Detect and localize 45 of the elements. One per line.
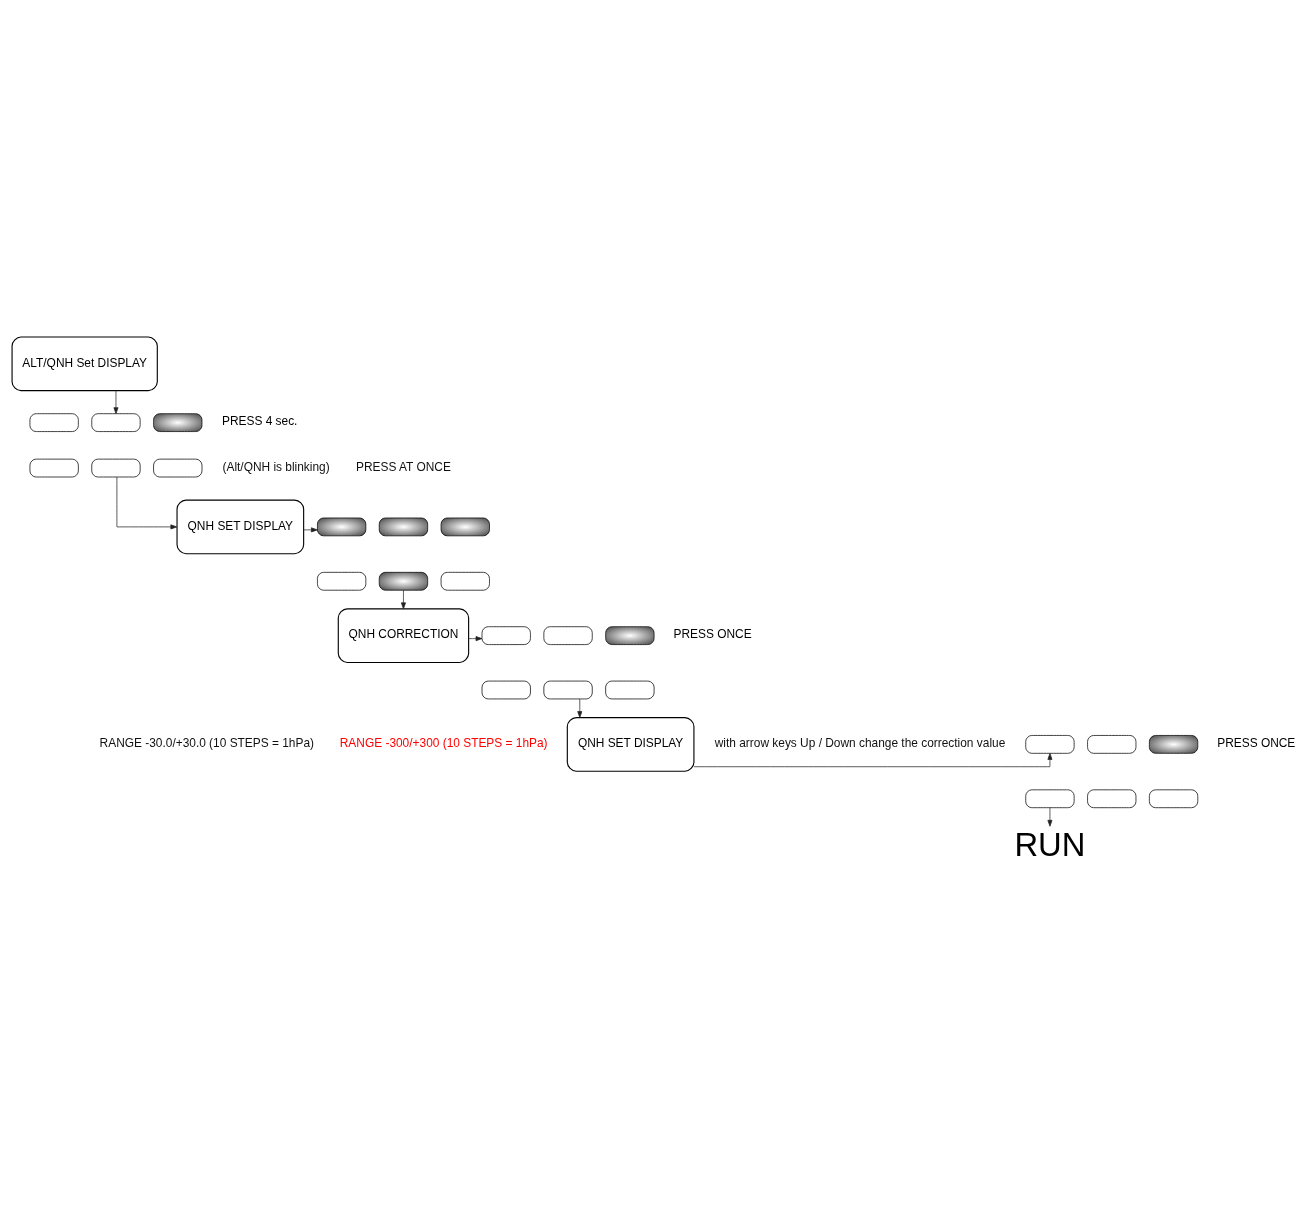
node-box — [543, 626, 593, 645]
arrow — [693, 753, 1053, 768]
arrow — [303, 527, 318, 533]
node-box: QNH SET DISPLAY — [566, 717, 695, 772]
node-box — [440, 571, 490, 591]
node-box: ALT/QNH Set DISPLAY — [11, 336, 158, 392]
node-label: PRESS ONCE — [673, 627, 752, 642]
arrow — [401, 589, 406, 610]
node-box — [1087, 735, 1137, 754]
label: (Alt/QNH is blinking) — [222, 459, 330, 474]
node-box — [153, 458, 203, 478]
node-text: RUN — [1014, 825, 1086, 863]
node-box — [481, 680, 531, 700]
node-box: QNH CORRECTION — [337, 608, 470, 663]
node-box — [1025, 735, 1075, 754]
arrow — [577, 698, 583, 718]
label: PRESS AT ONCE — [356, 459, 451, 474]
node-box — [317, 517, 367, 537]
node-box — [1149, 735, 1199, 754]
node-box — [1025, 789, 1075, 809]
label: with arrow keys Up / Down change the correction value — [714, 736, 1006, 751]
node-box — [153, 413, 203, 432]
node-box — [605, 680, 655, 700]
arrow — [116, 476, 178, 530]
node-box — [29, 413, 79, 432]
node-box — [481, 626, 531, 645]
node-box — [378, 571, 429, 591]
node-label: PRESS ONCE — [1217, 736, 1296, 751]
node-box — [378, 517, 429, 537]
node-box — [605, 626, 655, 645]
node-box — [1087, 789, 1137, 809]
node-box — [29, 458, 79, 478]
node-box — [91, 413, 141, 432]
node-label: PRESS 4 sec. — [221, 414, 298, 429]
arrow — [1047, 807, 1053, 827]
node-box — [317, 571, 367, 591]
arrow — [113, 390, 119, 414]
node-box — [543, 680, 593, 700]
node-box — [91, 458, 141, 478]
label: RANGE -300/+300 (10 STEPS = 1hPa) — [339, 736, 548, 751]
node-box: QNH SET DISPLAY — [176, 499, 305, 555]
label: RANGE -30.0/+30.0 (10 STEPS = 1hPa) — [99, 736, 315, 751]
node-box — [440, 517, 490, 537]
node-box — [1149, 789, 1199, 809]
arrow — [468, 636, 483, 642]
